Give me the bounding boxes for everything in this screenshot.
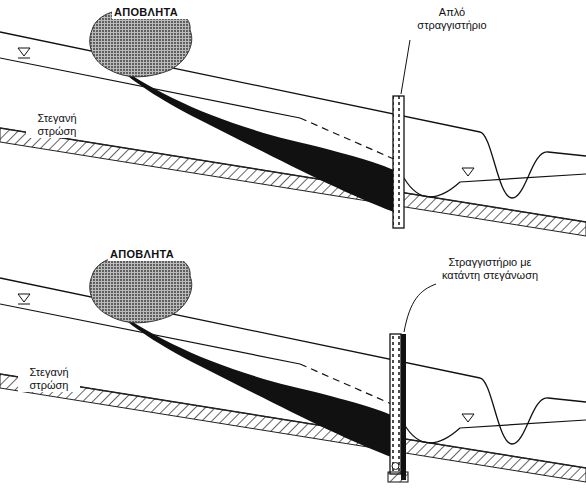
waste-label: ΑΠΟΒΛΗΤΑ: [108, 248, 192, 261]
layer-label: Στεγανή στρώση: [18, 366, 80, 392]
layer-label: Στεγανή στρώση: [26, 112, 88, 138]
drain-label: Απλό στραγγιστήριο: [410, 6, 494, 32]
waste-label: ΑΠΟΒΛΗΤΑ: [112, 6, 196, 19]
drain-label: Στραγγιστήριο με κατάντη στεγάνωση: [432, 256, 548, 282]
